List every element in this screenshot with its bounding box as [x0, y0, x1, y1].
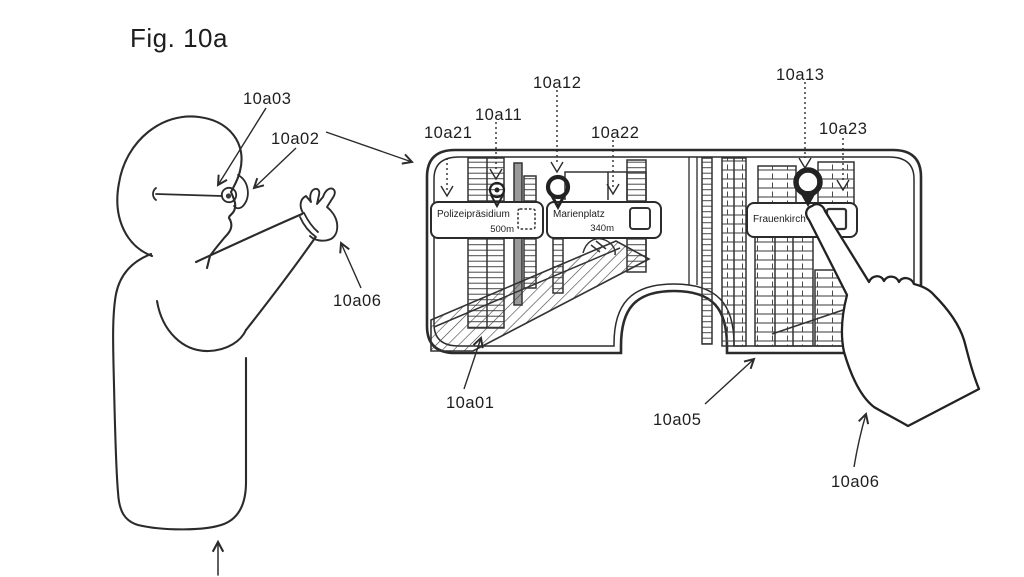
arrow-10a01 [463, 336, 484, 390]
road-dome [582, 237, 616, 256]
map-pin-icon-large [793, 167, 823, 207]
poi3-name: Frauenkirch [753, 214, 806, 225]
reference-numerals: 10a03 10a02 10a06 10a21 10a11 10a12 10a2… [243, 66, 879, 491]
building-lower-dividers [774, 237, 794, 346]
ref-label-10a01: 10a01 [446, 394, 494, 412]
poi-label-frauenkirche: Frauenkirch [746, 202, 858, 238]
worn-lens-eye [225, 193, 232, 199]
poi-label-polizeipraesidium: Polizeipräsidium 500m [430, 201, 544, 239]
arrow-10a06-gesture [339, 241, 362, 289]
bridge-divider [688, 157, 698, 285]
arrow-10a02-to-glasses [325, 131, 414, 165]
arrow-10a05 [704, 357, 756, 405]
ref-label-10a13: 10a13 [776, 66, 824, 84]
building-upper-right [817, 161, 855, 205]
ref-label-10a02: 10a02 [271, 130, 319, 148]
ref-label-10a06-gesture: 10a06 [333, 292, 381, 310]
building-upper-mid [757, 165, 797, 207]
poi1-name: Polizeipräsidium [437, 209, 510, 220]
map-pin-icon-small [488, 181, 506, 209]
building-strip-bridge [701, 157, 713, 345]
ref-label-10a03: 10a03 [243, 90, 291, 108]
worn-lens [220, 186, 238, 204]
person-figure [112, 115, 339, 576]
road-inner-edge [433, 247, 621, 328]
ref-label-10a11: 10a11 [475, 106, 522, 124]
annotation-arrows [216, 107, 870, 468]
map-pins [488, 167, 823, 211]
arrow-10a02-to-head [252, 147, 297, 190]
ref-label-10a05: 10a05 [653, 411, 701, 429]
worn-glasses [152, 174, 249, 210]
arrow-10a03 [216, 107, 267, 187]
gesture-hand [299, 187, 339, 242]
roof-line [771, 309, 844, 335]
ref-label-10a06-touch: 10a06 [831, 473, 879, 491]
poi2-checkbox [629, 207, 651, 230]
raised-arm-lower-edge [244, 236, 317, 332]
poi1-checkbox [517, 208, 536, 230]
hud-labels: Polizeipräsidium 500m Marienplatz 340m F… [430, 201, 858, 239]
poi2-distance: 340m [590, 223, 614, 234]
figure-title: Fig. 10a [130, 23, 228, 53]
poi2-name: Marienplatz [553, 209, 605, 220]
display-prism [233, 174, 249, 210]
ref-label-10a12: 10a12 [533, 74, 581, 92]
ref-label-10a23: 10a23 [819, 120, 867, 138]
smart-glasses-enlarged: Polizeipräsidium 500m Marienplatz 340m F… [425, 82, 981, 428]
ref-label-10a21: 10a21 [424, 124, 472, 142]
dashed-leader-arrows [440, 82, 850, 198]
poi-label-marienplatz: Marienplatz 340m [546, 201, 662, 239]
head-outline [116, 115, 243, 270]
arrow-10a06-touch [853, 412, 870, 468]
poi1-distance: 500m [490, 224, 514, 235]
right-lens-scene [701, 157, 856, 347]
armhole-arc [155, 299, 248, 353]
torso-outline [112, 252, 248, 531]
wrist-cuff-lines [299, 212, 319, 238]
road [430, 240, 651, 352]
ref-label-10a22: 10a22 [591, 124, 639, 142]
map-pin-icon-medium [545, 174, 571, 211]
touch-hand [805, 203, 981, 428]
raised-arm-upper-edge [194, 212, 304, 264]
temple-arm [152, 187, 223, 201]
